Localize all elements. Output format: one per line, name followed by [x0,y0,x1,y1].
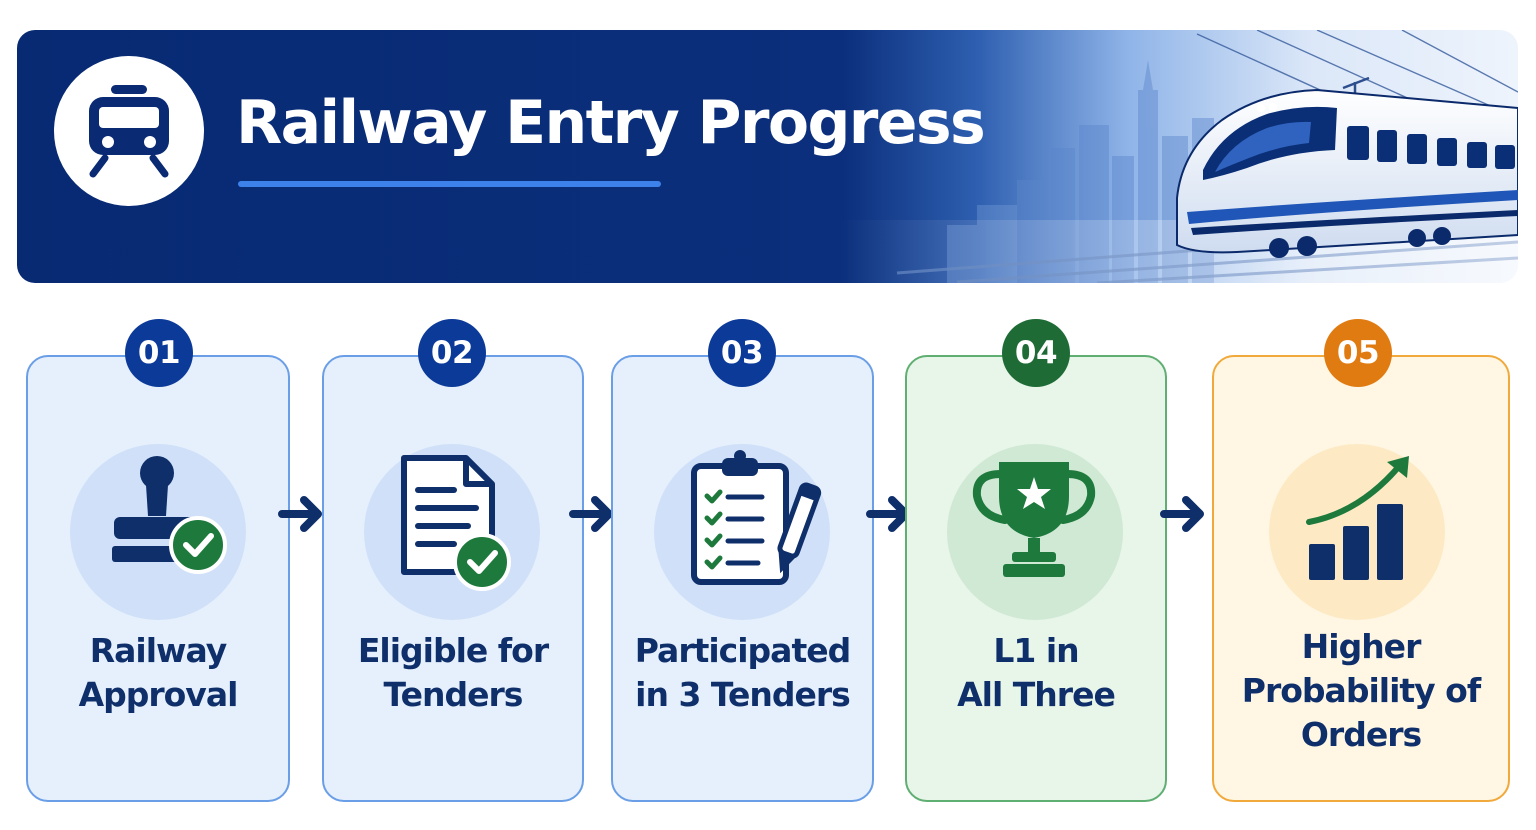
growth-chart-icon [1306,456,1409,580]
step-number-badge: 02 [418,319,486,387]
step-label-line: All Three [957,675,1116,714]
page-title: Railway Entry Progress [236,88,986,158]
title-underline [238,181,661,187]
step-icon-circle [947,444,1123,620]
step-card-3: 03 Participated [611,319,874,802]
step-number-badge: 04 [1002,319,1070,387]
step-label-line: in 3 Tenders [635,675,851,714]
step-label: Railway Approval [26,629,290,717]
arrow-right-icon [569,492,619,536]
step-label-line: Railway [89,631,228,670]
step-number-badge: 05 [1324,319,1392,387]
header-banner: Railway Entry Progress [17,30,1518,283]
step-label: L1 in All Three [905,629,1167,717]
step-label-line: Approval [78,675,239,714]
step-label: Participated in 3 Tenders [611,629,874,717]
step-card-4: 04 L1 in All Three [905,319,1167,802]
step-card-2: 02 Eligible for Tenders [322,319,584,802]
step-label-line: Eligible for [357,631,549,670]
train-illustration [17,30,1518,283]
step-label: Higher Probability of Orders [1212,625,1510,757]
trophy-star-icon [972,462,1096,577]
step-number-badge: 01 [125,319,193,387]
step-icon-circle [70,444,246,620]
stamp-approved-icon [112,456,227,574]
logo-badge [54,56,204,206]
step-label: Eligible for Tenders [322,629,584,717]
step-label-line: Higher [1301,627,1422,666]
step-icon-circle [364,444,540,620]
step-card-1: 01 Railway Approval [26,319,290,802]
arrow-right-icon [278,492,328,536]
step-icon-circle [654,444,830,620]
step-number-badge: 03 [708,319,776,387]
step-label-line: Tenders [383,675,524,714]
step-label-line: Orders [1300,715,1422,754]
train-front-icon [89,85,169,178]
step-label-line: Participated [634,631,851,670]
step-icon-circle [1269,444,1445,620]
step-label-line: Probability of [1241,671,1481,710]
arrow-right-icon [1160,492,1210,536]
document-check-icon [401,455,511,591]
step-card-5: 05 Higher Probability of Orders [1212,319,1510,802]
clipboard-checklist-icon [691,450,822,585]
step-label-line: L1 in [993,631,1079,670]
